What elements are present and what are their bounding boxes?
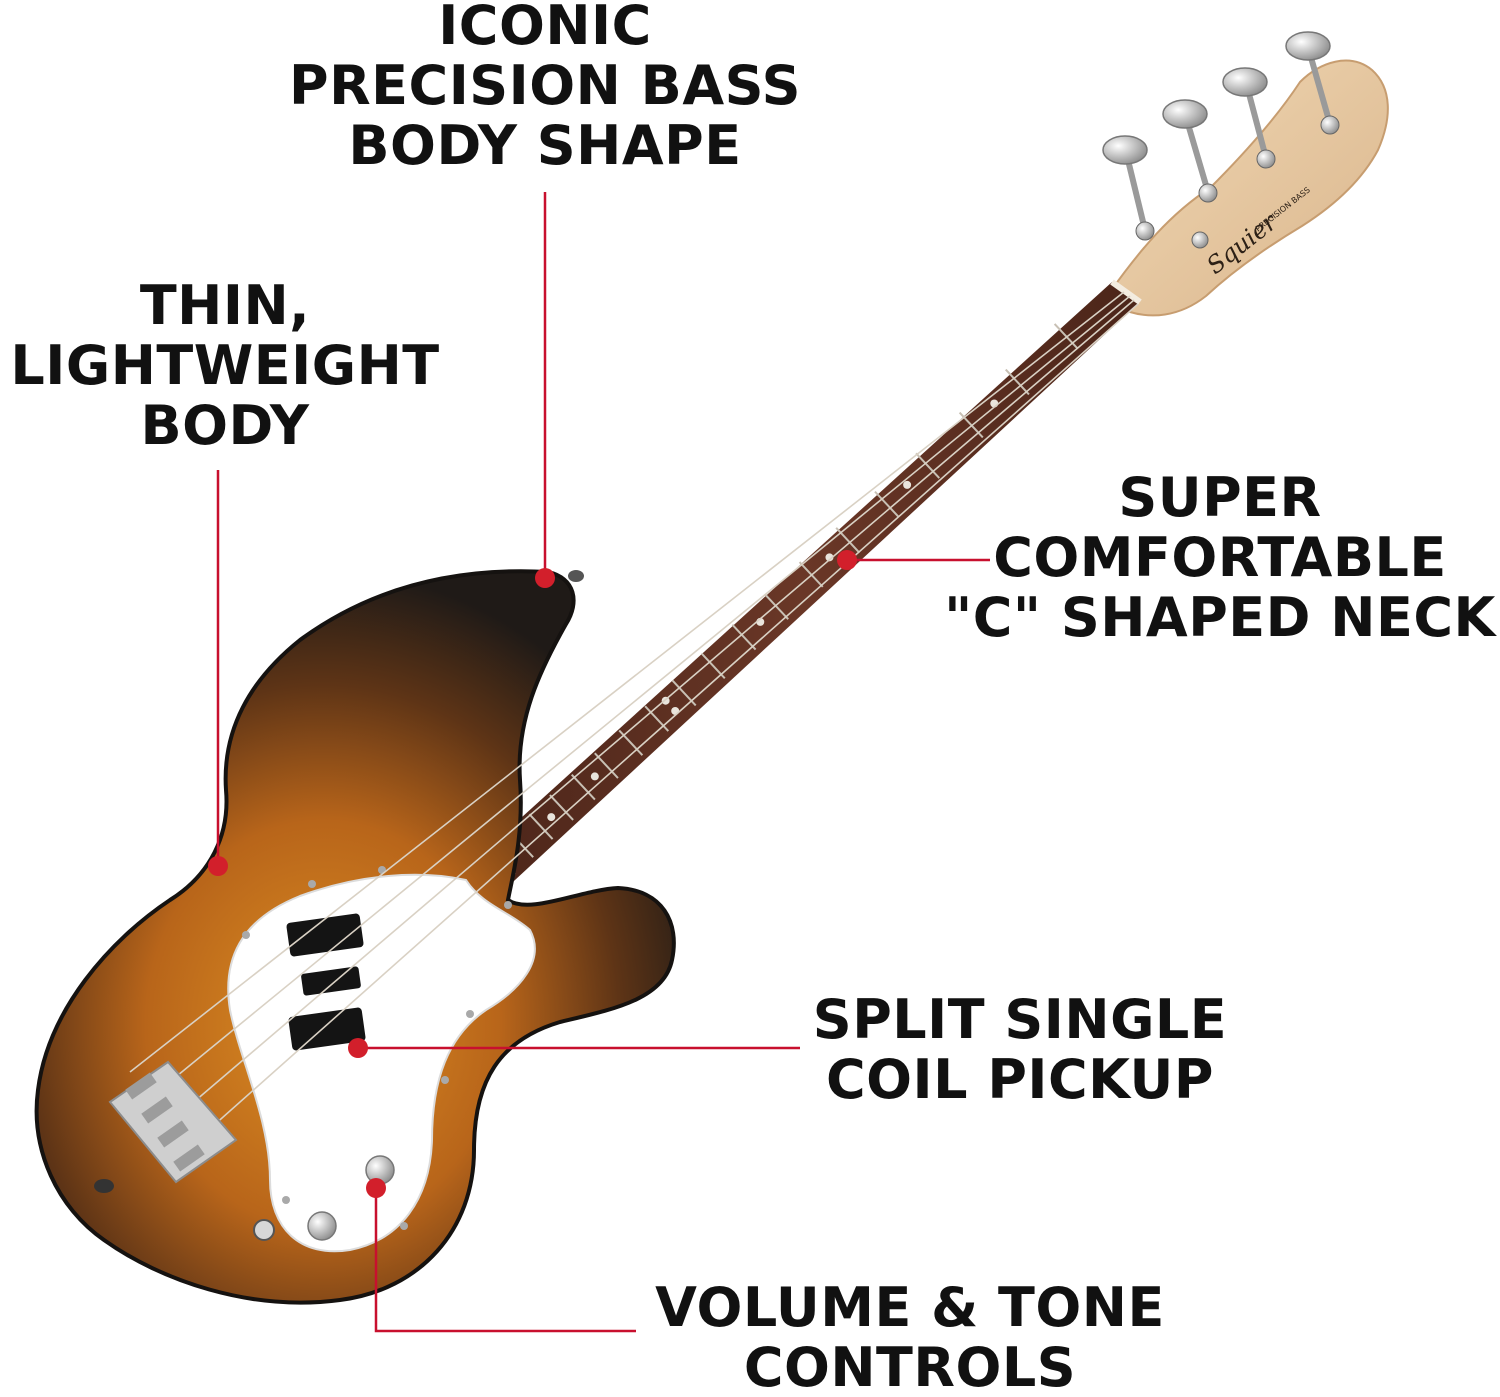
bridge [94, 570, 584, 1193]
tuning-peg-icon [1222, 67, 1276, 169]
fret [528, 813, 554, 840]
fret [915, 452, 940, 479]
label-line: ICONIC [438, 0, 652, 57]
fret [549, 794, 574, 821]
fret-inlay [825, 553, 834, 562]
callout-line-controls [374, 1188, 636, 1333]
label-line: COMFORTABLE [993, 526, 1447, 589]
tuning-peg-icon [1162, 99, 1218, 203]
label-body-shape: ICONIC PRECISION BASS BODY SHAPE [240, 0, 850, 176]
headstock: Squier PRECISION BASS [1108, 59, 1389, 317]
label-line: BODY SHAPE [348, 114, 742, 177]
fret [644, 705, 670, 732]
callout-dot-icon [837, 550, 857, 570]
label-line: SPLIT SINGLE [812, 988, 1228, 1051]
label-line: BODY [140, 394, 310, 457]
label-line: CONTROLS [743, 1336, 1077, 1397]
label-line: "C" SHAPED NECK [944, 586, 1496, 649]
label-line: COIL PICKUP [826, 1048, 1214, 1111]
label-thin-body: THIN, LIGHTWEIGHT BODY [0, 276, 450, 456]
control-knob-icon [307, 1211, 337, 1241]
label-line: SUPER [1118, 466, 1322, 529]
callout-dot-icon [208, 856, 228, 876]
callout-dots [208, 550, 857, 1198]
callout-dot-icon [535, 568, 555, 588]
label-line: VOLUME & TONE [655, 1276, 1165, 1339]
controls [253, 1155, 395, 1241]
tuning-pegs [1102, 31, 1340, 249]
fret-inlay [547, 813, 556, 822]
callout-dot-icon [366, 1178, 386, 1198]
strings [129, 291, 1139, 1151]
fret [1005, 368, 1030, 396]
tuning-peg-icon [1102, 135, 1155, 241]
fret-inlay [903, 480, 912, 489]
label-controls: VOLUME & TONE CONTROLS [630, 1278, 1190, 1397]
tuning-peg-icon [1285, 31, 1340, 135]
fret-inlay [590, 772, 599, 781]
label-line: THIN, [139, 274, 311, 337]
callout-dot-icon [348, 1038, 368, 1058]
label-line: PRECISION BASS [289, 54, 801, 117]
output-jack-icon [253, 1219, 275, 1241]
callout-lines [216, 192, 990, 1333]
fret [764, 593, 789, 620]
fret [570, 774, 596, 801]
fret [731, 624, 757, 651]
label-neck: SUPER COMFORTABLE "C" SHAPED NECK [940, 468, 1500, 648]
fret [835, 527, 861, 554]
label-pickup: SPLIT SINGLE COIL PICKUP [800, 990, 1240, 1110]
fret [874, 490, 899, 518]
split-pickup [286, 913, 366, 1051]
label-line: LIGHTWEIGHT [10, 334, 440, 397]
fret [618, 729, 644, 756]
